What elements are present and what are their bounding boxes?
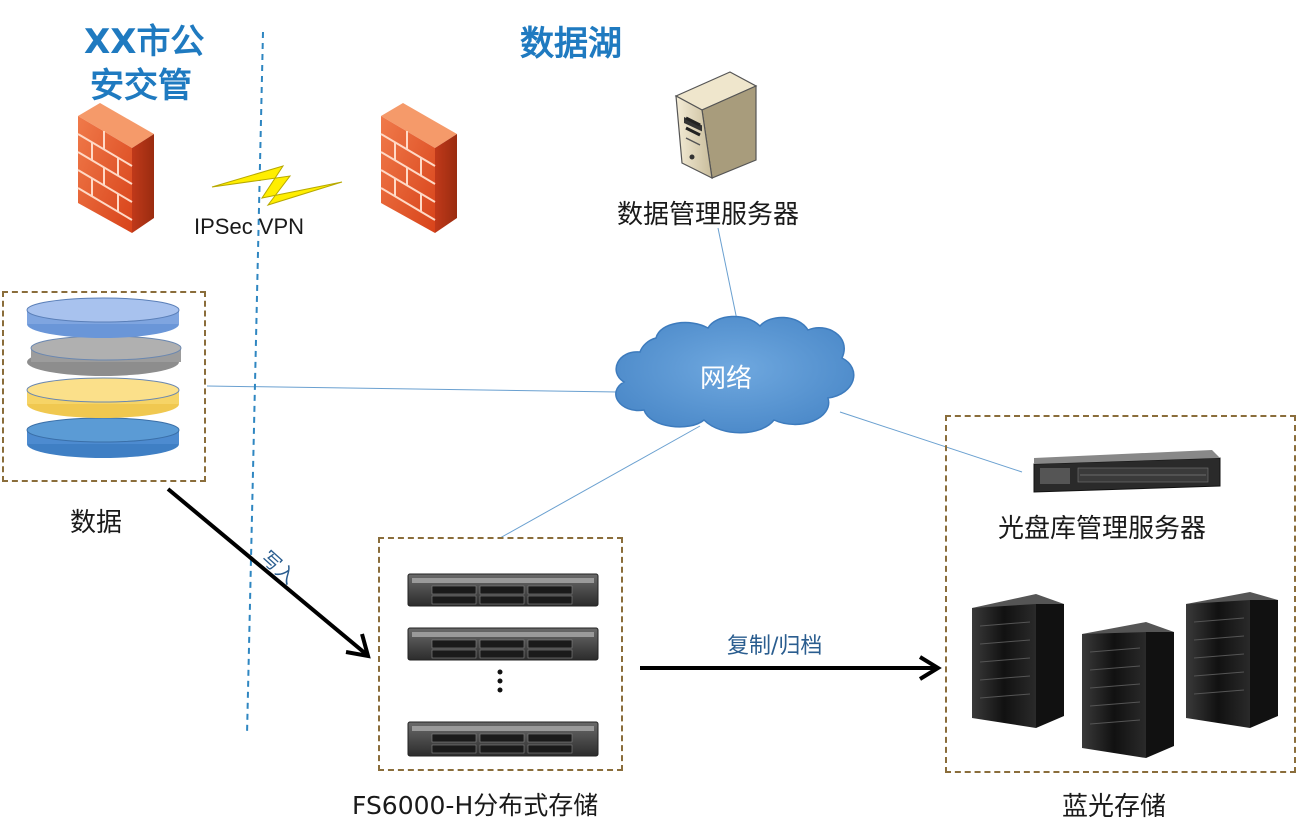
bluray-storage-label: 蓝光存储 [1062, 792, 1167, 822]
network-cloud-icon [615, 315, 855, 434]
distributed-storage-box [378, 537, 623, 771]
firewall-icon [380, 103, 457, 233]
police-zone-title: XX市公 安交管 [84, 22, 205, 106]
storage-tower-icon [972, 594, 1064, 728]
distributed-storage-label: FS6000-H分布式存储 [352, 791, 599, 820]
link-server-cloud [717, 227, 739, 326]
data-source-label: 数据 [70, 508, 123, 538]
ellipsis-dots-icon [497, 669, 503, 693]
link-data-cloud [206, 385, 619, 393]
rack-server-icon [407, 627, 599, 661]
replicate-label: 复制/归档 [727, 634, 823, 659]
data-management-server-label: 数据管理服务器 [617, 200, 800, 230]
link-cloud-storage [499, 425, 701, 539]
rack-server-icon [1033, 450, 1221, 493]
jukebox-management-server-label: 光盘库管理服务器 [998, 514, 1207, 544]
data-source-box [2, 291, 206, 482]
vpn-label: IPSec VPN [194, 214, 305, 239]
server-tower-icon [674, 71, 758, 180]
storage-tower-icon [1082, 622, 1174, 758]
database-stack-icon [26, 297, 182, 458]
zone-boundary-line [246, 31, 264, 736]
link-cloud-jukebox [839, 411, 1023, 473]
replicate-arrow [640, 655, 942, 681]
bluray-storage-box [945, 415, 1296, 773]
network-cloud-label: 网络 [700, 364, 753, 394]
title-prefix: XX [84, 22, 137, 62]
write-arrow [166, 487, 371, 659]
firewall-icon [77, 103, 154, 233]
vpn-lightning-icon [211, 165, 343, 206]
data-lake-title: 数据湖 [520, 24, 622, 64]
rack-server-icon [407, 721, 599, 757]
storage-tower-icon [1186, 592, 1278, 728]
rack-server-icon [407, 573, 599, 607]
